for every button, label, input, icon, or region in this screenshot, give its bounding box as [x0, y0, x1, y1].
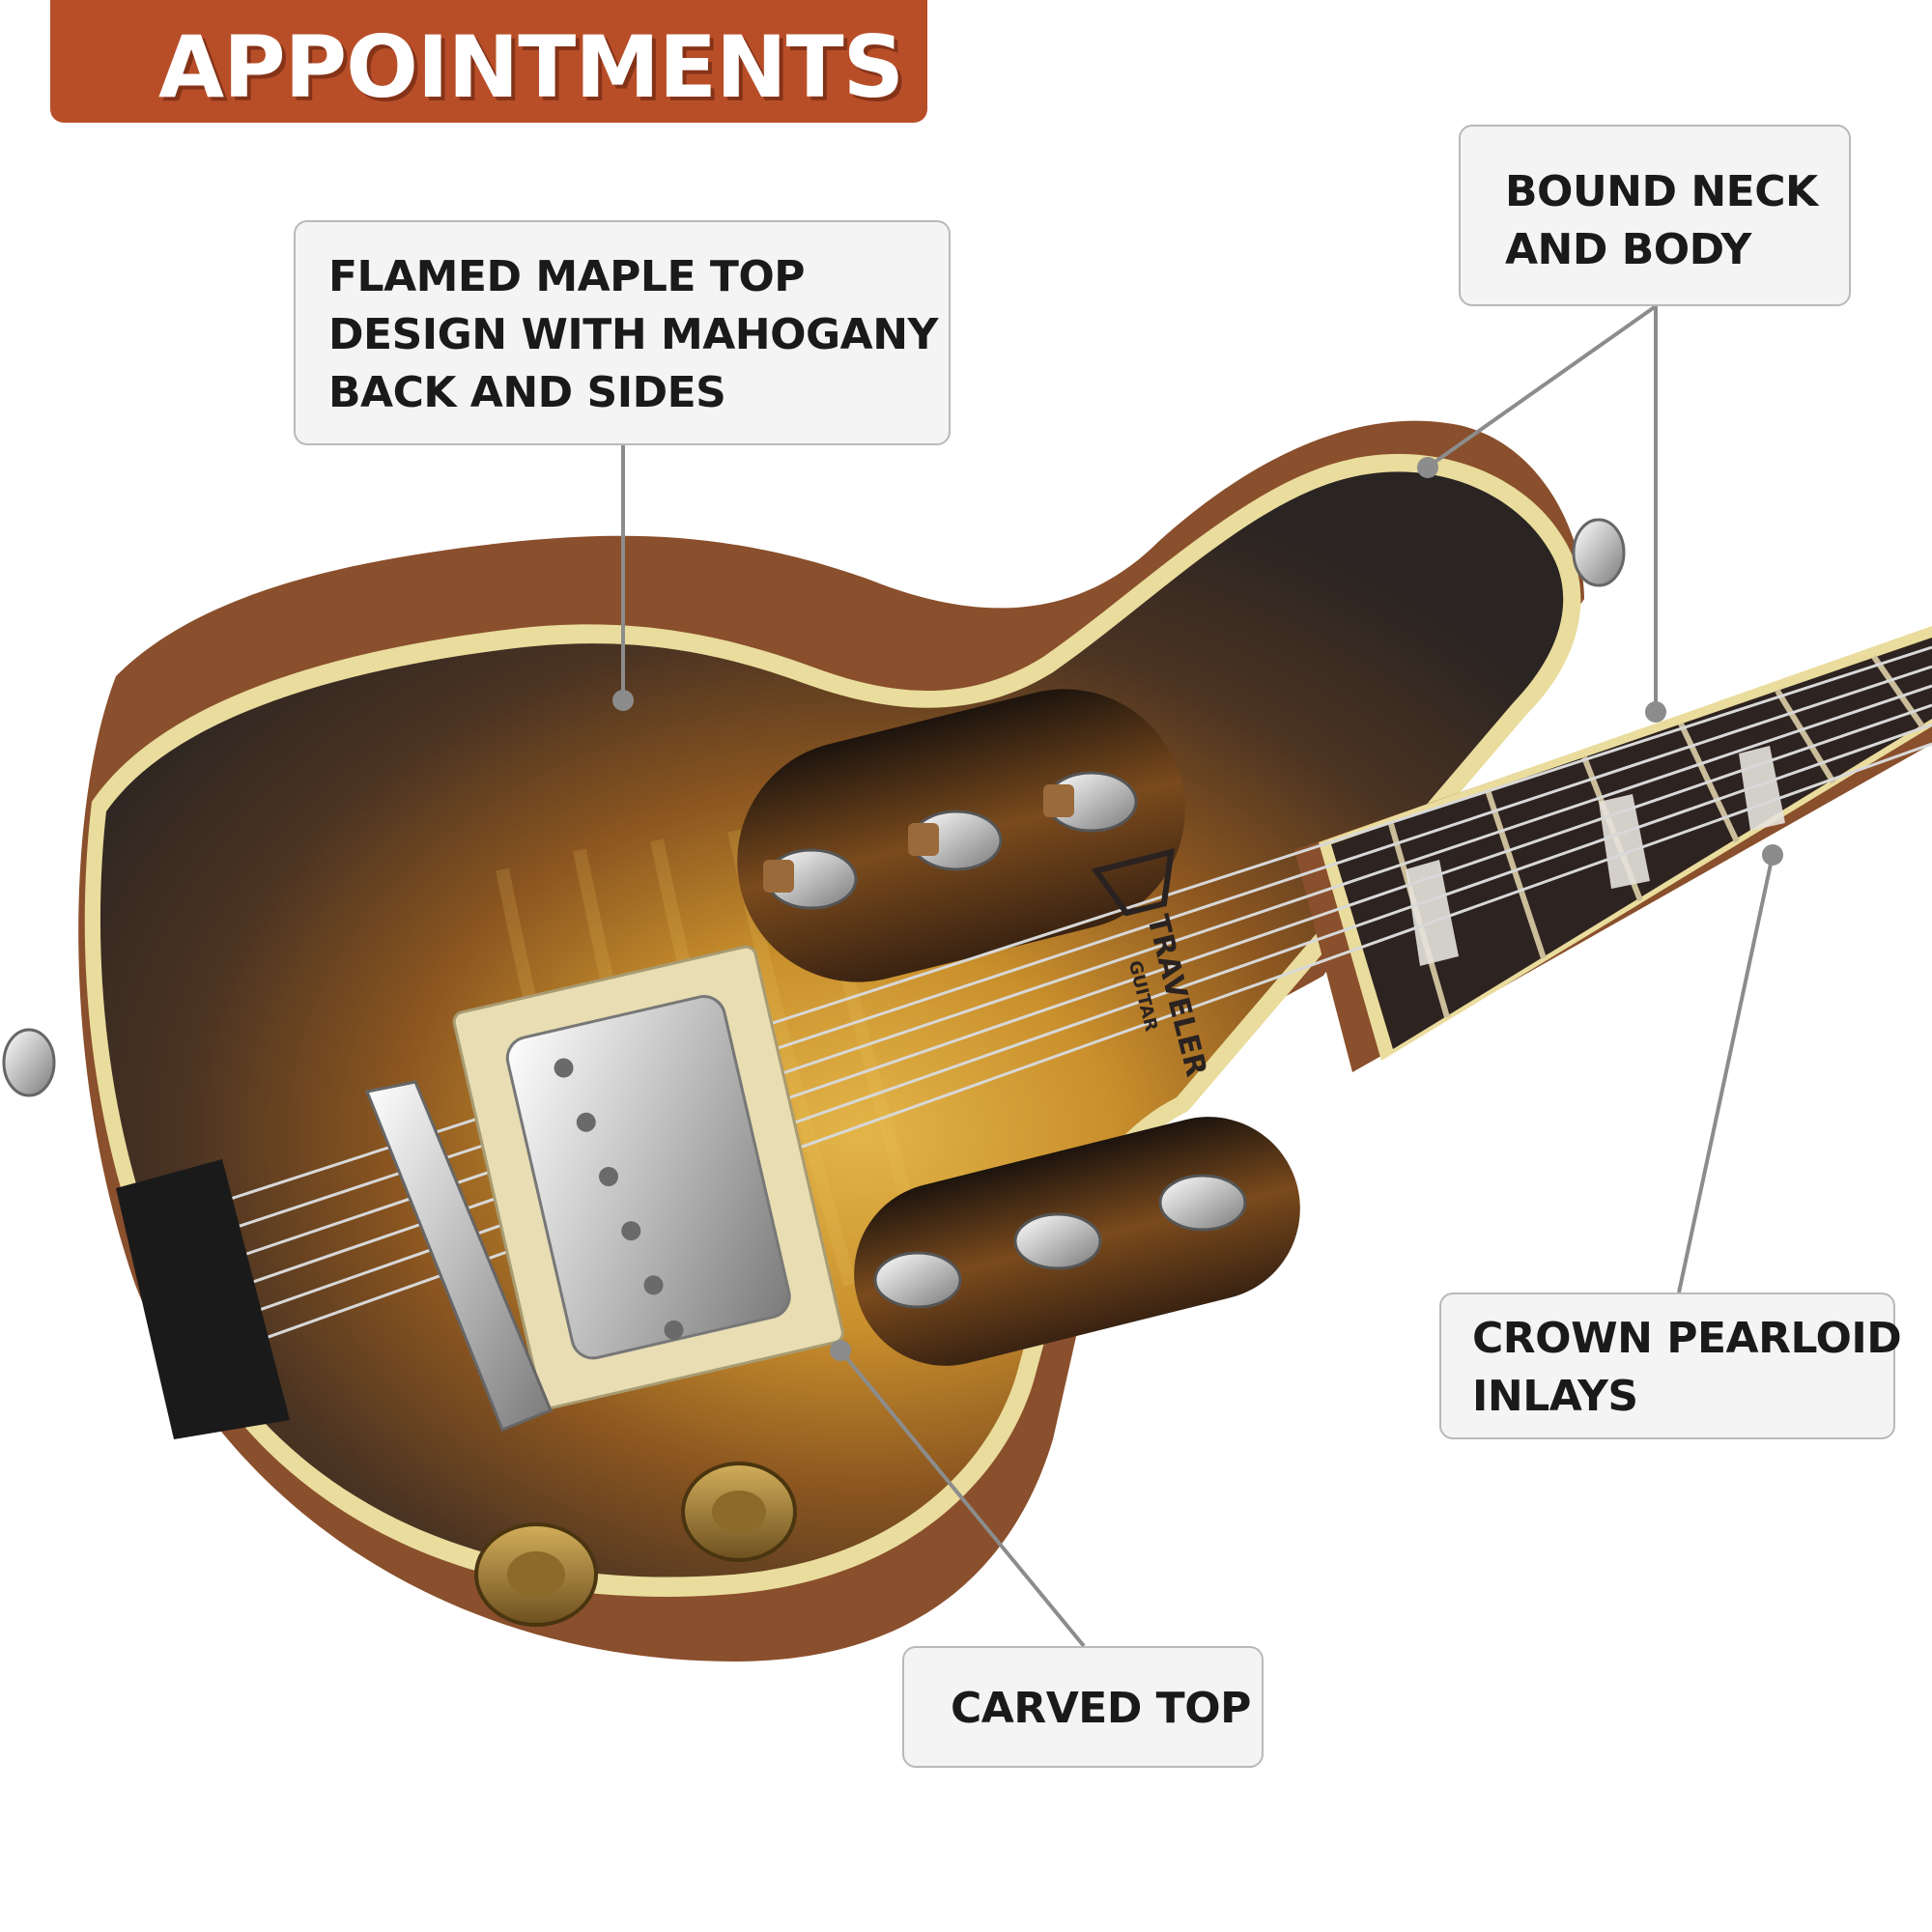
callout-flamed-maple-top: FLAMED MAPLE TOP DESIGN WITH MAHOGANY BA… [294, 220, 951, 445]
callout-text: BOUND NECK AND BODY [1505, 163, 1818, 279]
callout-line: INLAYS [1472, 1372, 1638, 1421]
callout-line: BACK AND SIDES [328, 368, 726, 417]
callout-line: FLAMED MAPLE TOP [328, 252, 805, 301]
leader-lines [621, 304, 1775, 1648]
callout-line: AND BODY [1505, 225, 1751, 274]
bridge [364, 1080, 553, 1432]
control-knobs [474, 1462, 797, 1627]
callout-line: CROWN PEARLOID [1472, 1314, 1902, 1363]
title-banner: APPOINTMENTS [50, 0, 927, 123]
callout-text: CARVED TOP [951, 1680, 1251, 1738]
banner-title: APPOINTMENTS [158, 17, 904, 117]
upper-tuner-slot [737, 689, 1185, 982]
lower-tuner-slot [854, 1117, 1300, 1366]
callout-line: BOUND NECK [1505, 167, 1818, 216]
callout-text: CROWN PEARLOID INLAYS [1472, 1310, 1902, 1426]
callout-bound-neck-body: BOUND NECK AND BODY [1459, 125, 1851, 306]
string-anchor [116, 1159, 290, 1439]
callout-line: DESIGN WITH MAHOGANY [328, 310, 938, 359]
callout-carved-top: CARVED TOP [902, 1646, 1264, 1768]
callout-crown-pearloid-inlays: CROWN PEARLOID INLAYS [1439, 1293, 1902, 1439]
leader-dots [612, 457, 1783, 1361]
neck [1294, 626, 1932, 1072]
strap-buttons [2, 518, 1626, 1097]
callout-line: CARVED TOP [951, 1684, 1251, 1733]
callout-text: FLAMED MAPLE TOP DESIGN WITH MAHOGANY BA… [328, 248, 938, 422]
humbucker-pickup [452, 945, 844, 1409]
